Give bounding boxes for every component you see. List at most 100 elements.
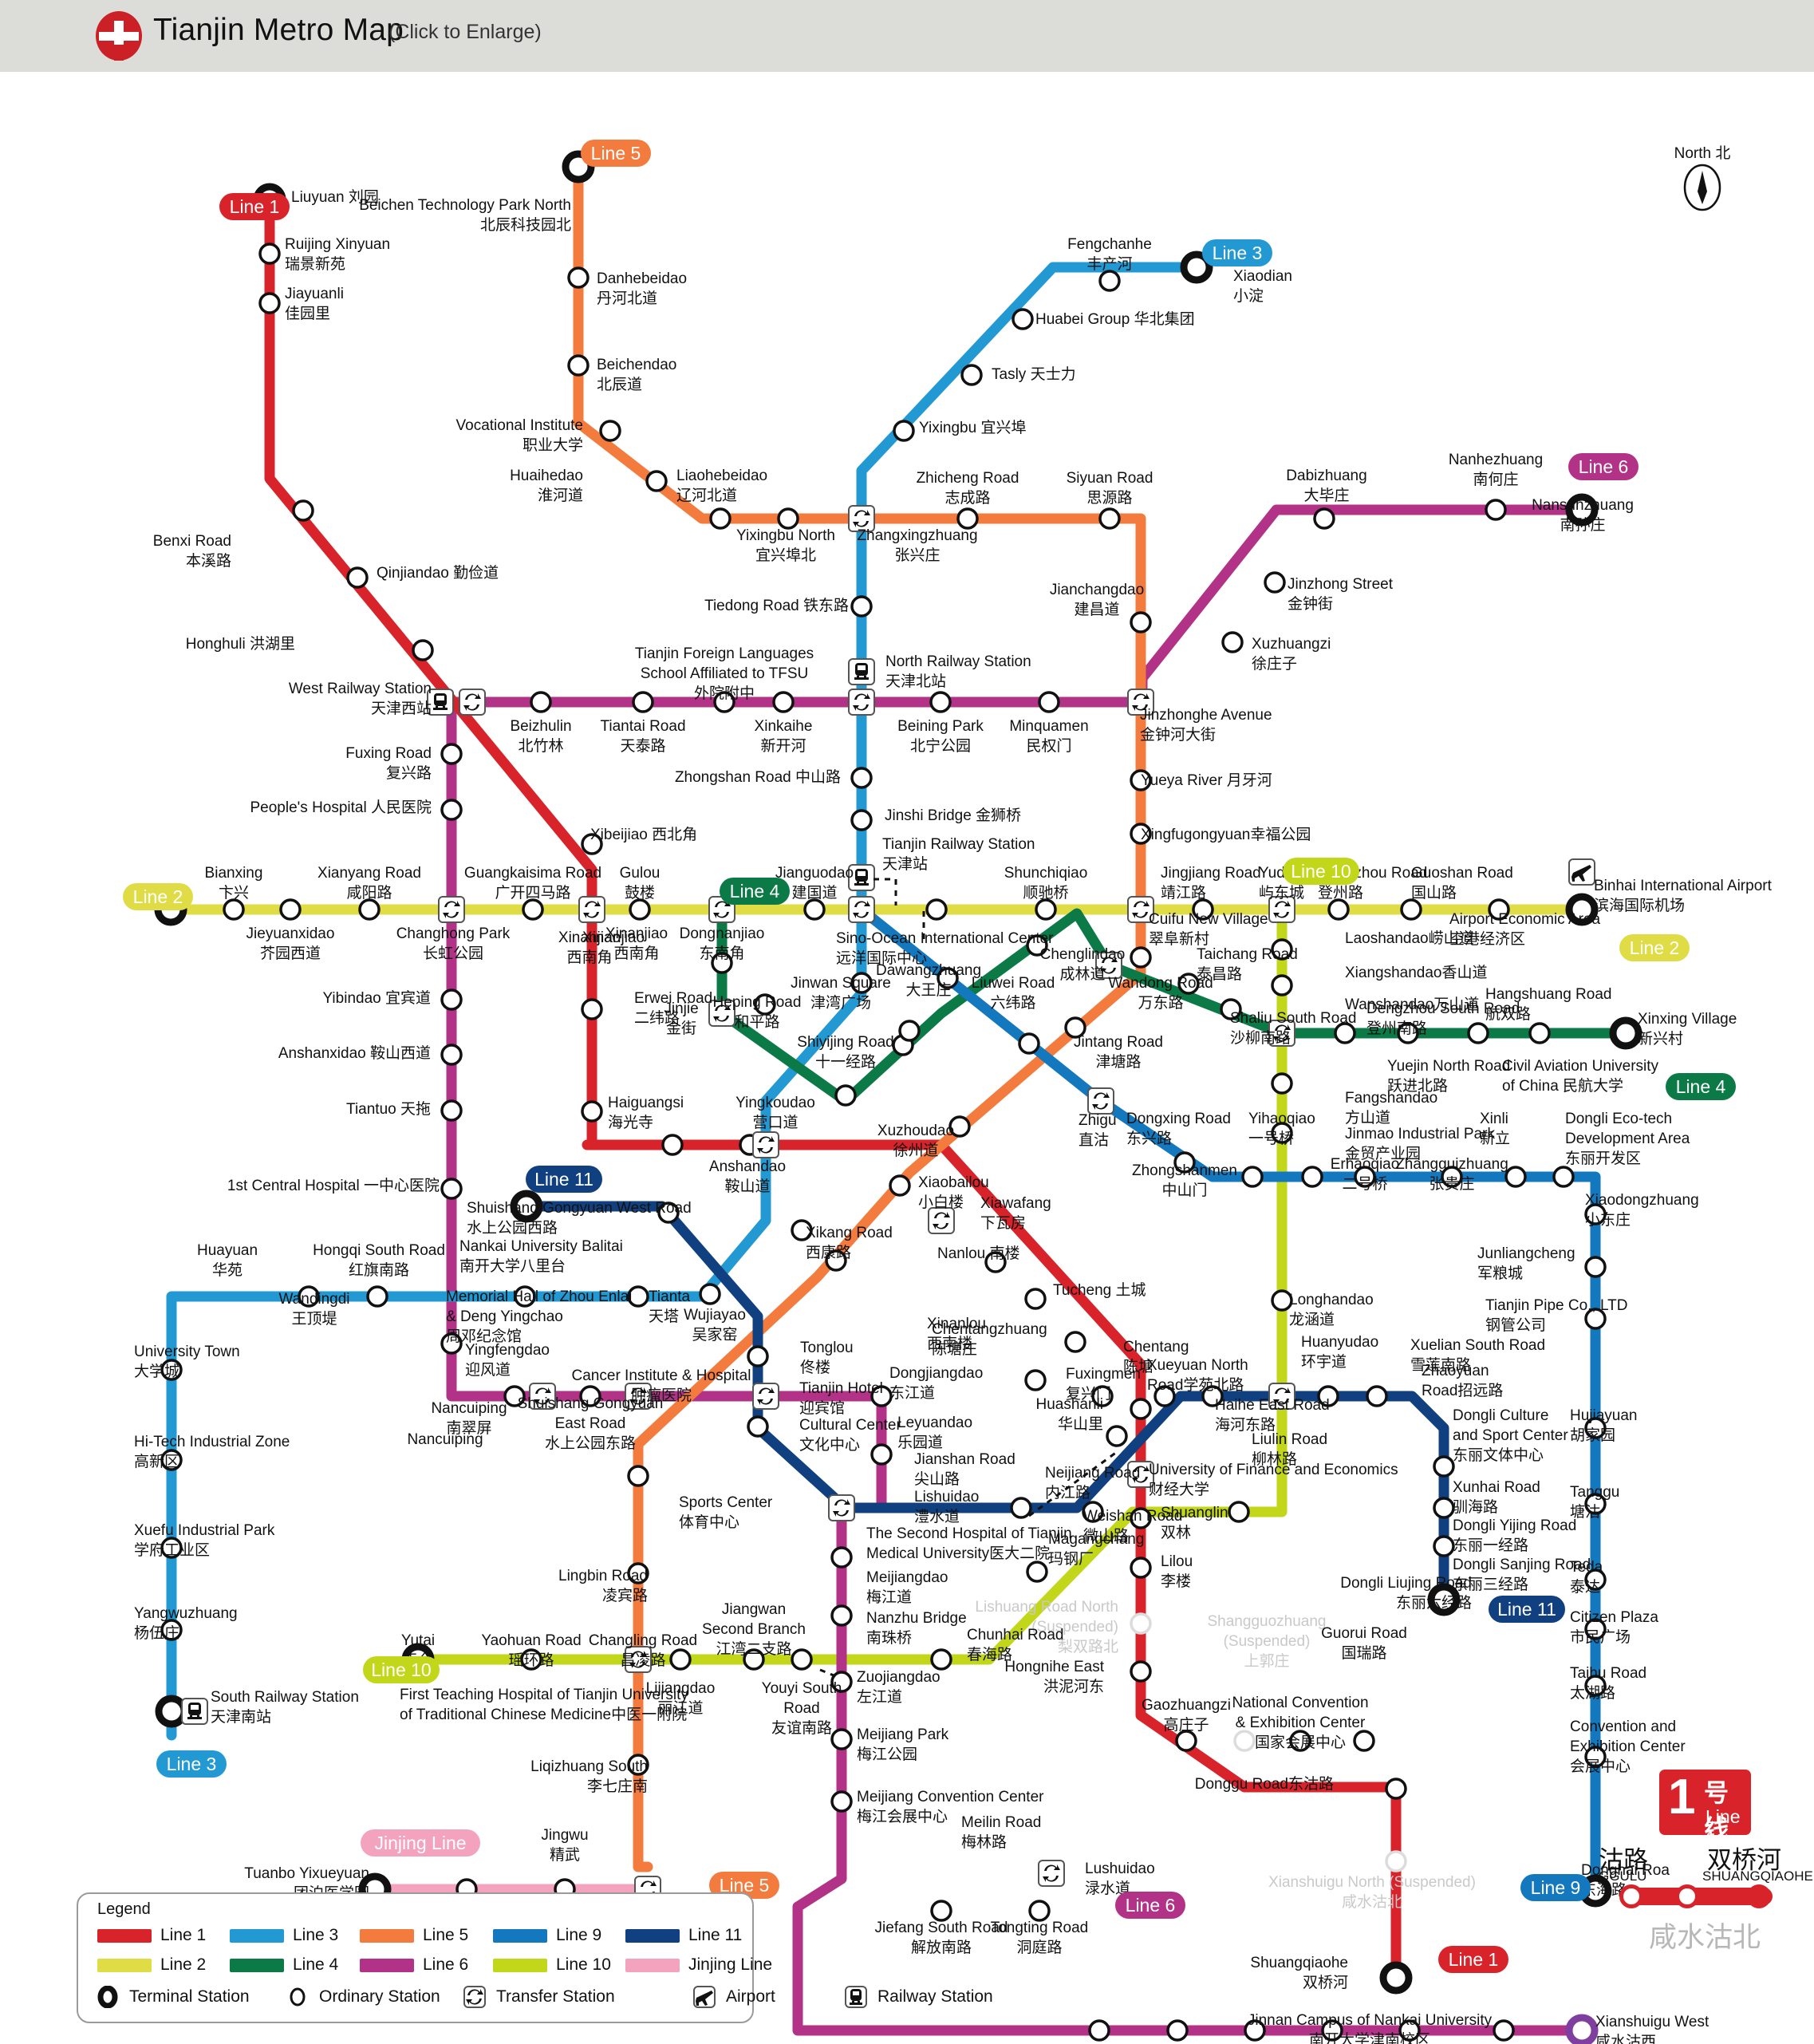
ordinary-station-icon[interactable] bbox=[1130, 1507, 1152, 1529]
ordinary-station-icon[interactable] bbox=[1026, 1561, 1048, 1583]
airport-icon[interactable] bbox=[1568, 858, 1595, 886]
ordinary-station-icon[interactable] bbox=[581, 1100, 603, 1123]
ordinary-station-icon[interactable] bbox=[1528, 1022, 1551, 1044]
suspended-station-icon[interactable] bbox=[1130, 1612, 1152, 1635]
ordinary-station-icon[interactable] bbox=[1354, 1166, 1376, 1188]
ordinary-station-icon[interactable] bbox=[440, 1178, 463, 1200]
ordinary-station-icon[interactable] bbox=[984, 1251, 1007, 1273]
ordinary-station-icon[interactable] bbox=[1130, 946, 1152, 969]
ordinary-station-icon[interactable] bbox=[440, 1332, 463, 1355]
ordinary-station-icon[interactable] bbox=[1241, 1166, 1264, 1188]
ordinary-station-icon[interactable] bbox=[1488, 898, 1510, 921]
suspended-station-icon[interactable] bbox=[1385, 1850, 1407, 1872]
ordinary-station-icon[interactable] bbox=[1433, 1455, 1455, 1478]
ordinary-station-icon[interactable] bbox=[160, 1449, 183, 1471]
ordinary-station-icon[interactable] bbox=[503, 1385, 526, 1407]
line-3-path[interactable] bbox=[166, 262, 1212, 1741]
line-badge[interactable]: Line 5 bbox=[709, 1872, 779, 1899]
ordinary-station-icon[interactable] bbox=[440, 1099, 463, 1122]
line-badge[interactable]: Line 11 bbox=[1489, 1596, 1565, 1623]
ordinary-station-icon[interactable] bbox=[1400, 898, 1422, 921]
transfer-station-icon[interactable] bbox=[752, 1383, 779, 1410]
ordinary-station-icon[interactable] bbox=[160, 1359, 183, 1381]
ordinary-station-icon[interactable] bbox=[930, 1648, 952, 1671]
ordinary-station-icon[interactable] bbox=[791, 1648, 813, 1671]
transfer-station-icon[interactable] bbox=[578, 896, 605, 923]
ordinary-station-icon[interactable] bbox=[772, 691, 795, 713]
ordinary-station-icon[interactable] bbox=[898, 1020, 921, 1042]
ordinary-station-icon[interactable] bbox=[1024, 1369, 1047, 1391]
ordinary-station-icon[interactable] bbox=[258, 292, 281, 314]
line-badge[interactable]: Line 2 bbox=[123, 883, 193, 910]
ordinary-station-icon[interactable] bbox=[1064, 1331, 1086, 1353]
ordinary-station-icon[interactable] bbox=[1301, 1166, 1323, 1188]
transfer-station-icon[interactable] bbox=[752, 1131, 779, 1158]
ordinary-station-icon[interactable] bbox=[223, 898, 245, 921]
ordinary-station-icon[interactable] bbox=[599, 420, 621, 442]
ordinary-station-icon[interactable] bbox=[834, 1084, 857, 1107]
ordinary-station-icon[interactable] bbox=[1289, 1730, 1311, 1752]
ordinary-station-icon[interactable] bbox=[1028, 1900, 1051, 1922]
ordinary-station-icon[interactable] bbox=[830, 1671, 853, 1693]
ordinary-station-icon[interactable] bbox=[581, 998, 603, 1020]
ordinary-station-icon[interactable] bbox=[1130, 1398, 1152, 1420]
ordinary-station-icon[interactable] bbox=[870, 1385, 893, 1407]
line-badge[interactable]: Line 10 bbox=[1283, 858, 1359, 885]
ordinary-station-icon[interactable] bbox=[1064, 1016, 1086, 1039]
ordinary-station-icon[interactable] bbox=[1130, 769, 1152, 791]
ordinary-station-icon[interactable] bbox=[713, 691, 735, 713]
ordinary-station-icon[interactable] bbox=[929, 691, 952, 713]
railway-station-icon[interactable] bbox=[181, 1698, 208, 1725]
ordinary-station-icon[interactable] bbox=[1035, 898, 1057, 921]
ordinary-station-icon[interactable] bbox=[1366, 1385, 1388, 1407]
ordinary-station-icon[interactable] bbox=[1271, 1122, 1293, 1144]
ordinary-station-icon[interactable] bbox=[1321, 2019, 1343, 2042]
ordinary-station-icon[interactable] bbox=[1327, 898, 1350, 921]
ordinary-station-icon[interactable] bbox=[747, 1415, 769, 1438]
ordinary-station-icon[interactable] bbox=[1091, 1385, 1114, 1407]
ordinary-station-icon[interactable] bbox=[830, 1728, 853, 1750]
ordinary-station-icon[interactable] bbox=[1228, 1501, 1250, 1523]
transfer-station-icon[interactable] bbox=[1038, 1860, 1065, 1887]
ordinary-station-icon[interactable] bbox=[948, 1115, 971, 1138]
transfer-station-icon[interactable] bbox=[459, 689, 486, 716]
ordinary-station-icon[interactable] bbox=[1012, 308, 1034, 330]
ordinary-station-icon[interactable] bbox=[627, 1562, 649, 1584]
ordinary-station-icon[interactable] bbox=[1271, 974, 1293, 996]
ordinary-station-icon[interactable] bbox=[279, 898, 302, 921]
ordinary-station-icon[interactable] bbox=[530, 691, 552, 713]
line-badge[interactable]: Jinjing Line bbox=[361, 1829, 480, 1857]
ordinary-station-icon[interactable] bbox=[711, 952, 733, 974]
line-badge[interactable]: Line 4 bbox=[1666, 1073, 1736, 1100]
ordinary-station-icon[interactable] bbox=[1098, 507, 1121, 530]
ordinary-station-icon[interactable] bbox=[514, 1285, 536, 1308]
ordinary-station-icon[interactable] bbox=[1433, 1497, 1455, 1519]
ordinary-station-icon[interactable] bbox=[893, 420, 915, 442]
ordinary-station-icon[interactable] bbox=[627, 1754, 649, 1776]
ordinary-station-icon[interactable] bbox=[1584, 1618, 1607, 1640]
line-badge[interactable]: Line 1 bbox=[1438, 1946, 1508, 1973]
ordinary-station-icon[interactable] bbox=[1398, 2019, 1421, 2042]
ordinary-station-icon[interactable] bbox=[747, 1345, 769, 1367]
ordinary-station-icon[interactable] bbox=[1271, 1072, 1293, 1095]
ordinary-station-icon[interactable] bbox=[1173, 1151, 1196, 1174]
ordinary-station-icon[interactable] bbox=[791, 1219, 813, 1241]
ordinary-station-icon[interactable] bbox=[699, 1283, 721, 1305]
ordinary-station-icon[interactable] bbox=[825, 1249, 847, 1272]
ordinary-station-icon[interactable] bbox=[889, 1174, 911, 1197]
ordinary-station-icon[interactable] bbox=[1130, 611, 1152, 633]
ordinary-station-icon[interactable] bbox=[1433, 1535, 1455, 1557]
line-badge[interactable]: Line 6 bbox=[1115, 1892, 1185, 1919]
terminal-station-icon[interactable] bbox=[1180, 251, 1213, 284]
ordinary-station-icon[interactable] bbox=[1334, 1022, 1356, 1044]
ordinary-station-icon[interactable] bbox=[657, 1202, 680, 1224]
terminal-station-icon[interactable] bbox=[1565, 893, 1599, 926]
ordinary-station-icon[interactable] bbox=[1201, 1385, 1224, 1407]
terminal-station-icon[interactable] bbox=[1427, 1583, 1461, 1616]
click-to-enlarge-note[interactable]: (Click to Enlarge) bbox=[388, 21, 542, 43]
ordinary-station-icon[interactable] bbox=[669, 1648, 692, 1671]
railway-station-icon[interactable] bbox=[427, 689, 454, 716]
ordinary-station-icon[interactable] bbox=[412, 639, 434, 661]
ordinary-station-icon[interactable] bbox=[1130, 823, 1152, 845]
